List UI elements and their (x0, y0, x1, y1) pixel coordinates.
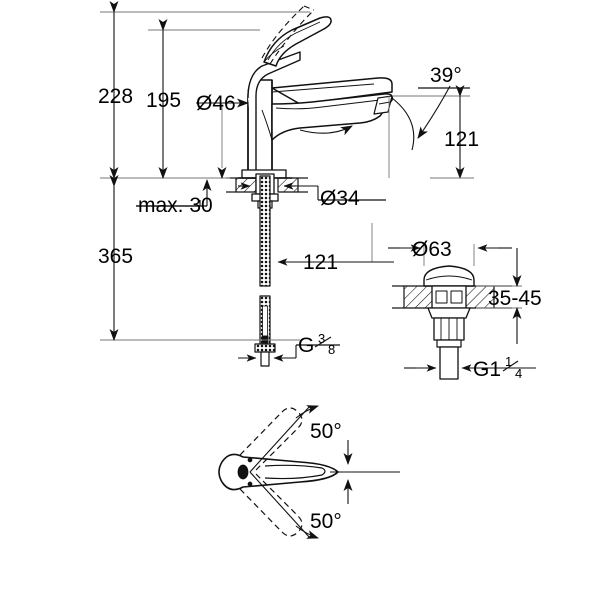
drain-assembly-geometry (392, 265, 512, 380)
dim-supply-thread-den: 8 (328, 342, 335, 357)
dim-body-diameter: Ø46 (196, 92, 236, 115)
flexible-hose-lower (254, 295, 276, 367)
dim-drain-cap-diameter: Ø63 (412, 238, 452, 261)
faucet-elevation-geometry (238, 5, 394, 179)
dim-drain-thread: G1 (473, 358, 501, 381)
dimension-angle-and-reach (299, 85, 474, 179)
dimension-lines-left (100, 1, 310, 341)
plan-swivel-geometry (218, 405, 400, 539)
dim-outlet-reach: 121 (444, 128, 479, 151)
dim-base-diameter: Ø34 (320, 187, 360, 210)
dim-outlet-angle: 39° (430, 64, 462, 87)
dim-total-height: 228 (98, 85, 133, 108)
dim-swivel-right: 50° (310, 510, 342, 533)
dim-hose-offset: 121 (303, 251, 338, 274)
dim-supply-thread-group: G 3 8 (298, 331, 335, 357)
dim-supply-thread-num: 3 (318, 331, 325, 346)
dim-drain-thread-num: 1 (505, 354, 512, 369)
dimension-base-diameter (238, 182, 386, 201)
dim-supply-thread: G (298, 334, 314, 357)
dim-spout-height: 195 (146, 89, 181, 112)
dim-max-deck-thickness: max. 30 (138, 194, 213, 217)
dimension-hose-offset (277, 223, 394, 266)
flexible-hose-upper (259, 175, 271, 287)
dim-drain-thread-den: 4 (515, 366, 522, 381)
dimension-supply-thread (238, 344, 340, 362)
dim-drain-deck-range: 35-45 (488, 287, 542, 310)
dim-swivel-left: 50° (310, 420, 342, 443)
dim-hose-length: 365 (98, 245, 133, 268)
dim-drain-thread-group: G1 1 4 (473, 354, 522, 381)
dimension-drain (388, 244, 536, 372)
